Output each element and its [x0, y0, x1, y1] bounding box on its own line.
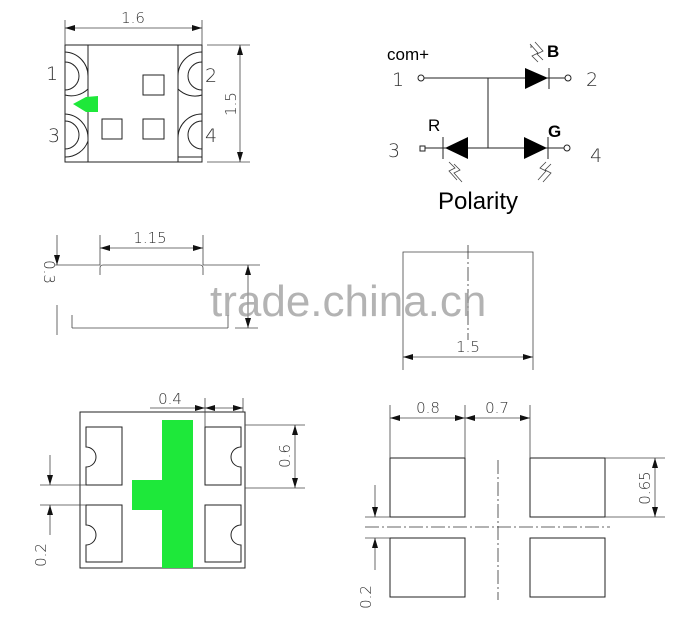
sch-pin-1: 1 — [392, 69, 404, 91]
pad-width-dim: 0.8 — [416, 399, 440, 417]
stripe-dim: 0.4 — [158, 390, 182, 408]
side-width-dim: 1.15 — [133, 229, 166, 247]
polarity-schematic: com+ 1 2 3 4 B R G Polarity — [387, 41, 602, 215]
polarity-mark-icon — [73, 96, 98, 112]
gap-width-dim: 0.7 — [485, 399, 509, 417]
pin-3-label: 3 — [48, 125, 60, 147]
side-view: 1.15 0.3 — [40, 229, 260, 335]
pad-height-dim-fp: 0.65 — [636, 471, 654, 504]
pin-4-label: 4 — [205, 125, 217, 147]
polarity-stripe — [162, 420, 193, 568]
gap-height-dim-fp: 0.2 — [357, 585, 375, 609]
end-view: 1.5 — [402, 245, 534, 370]
diode-r-label: R — [428, 116, 440, 135]
sch-pin-3: 3 — [388, 140, 400, 162]
watermark: trade.china.cn — [210, 277, 486, 326]
end-width-dim: 1.5 — [456, 338, 480, 356]
gap-dim: 0.2 — [32, 543, 50, 567]
diode-g-label: G — [548, 122, 561, 141]
sch-pin-4: 4 — [590, 145, 602, 167]
com-label: com+ — [387, 45, 429, 64]
height-dim: 1.5 — [222, 92, 240, 116]
diode-b-label: B — [547, 42, 559, 61]
width-dim: 1.6 — [121, 9, 145, 27]
sch-pin-2: 2 — [586, 69, 598, 91]
pad-height-dim: 0.6 — [276, 444, 294, 468]
pin-2-label: 2 — [205, 65, 217, 87]
pin-1-label: 1 — [46, 63, 58, 85]
side-height-dim: 0.3 — [40, 260, 58, 284]
bottom-view: 0.4 0.6 0.2 — [32, 390, 305, 569]
polarity-title: Polarity — [438, 188, 518, 215]
top-view: 1.6 1.5 1 2 3 4 — [46, 9, 250, 163]
footprint: 0.8 0.7 0.65 0.2 — [357, 399, 665, 609]
